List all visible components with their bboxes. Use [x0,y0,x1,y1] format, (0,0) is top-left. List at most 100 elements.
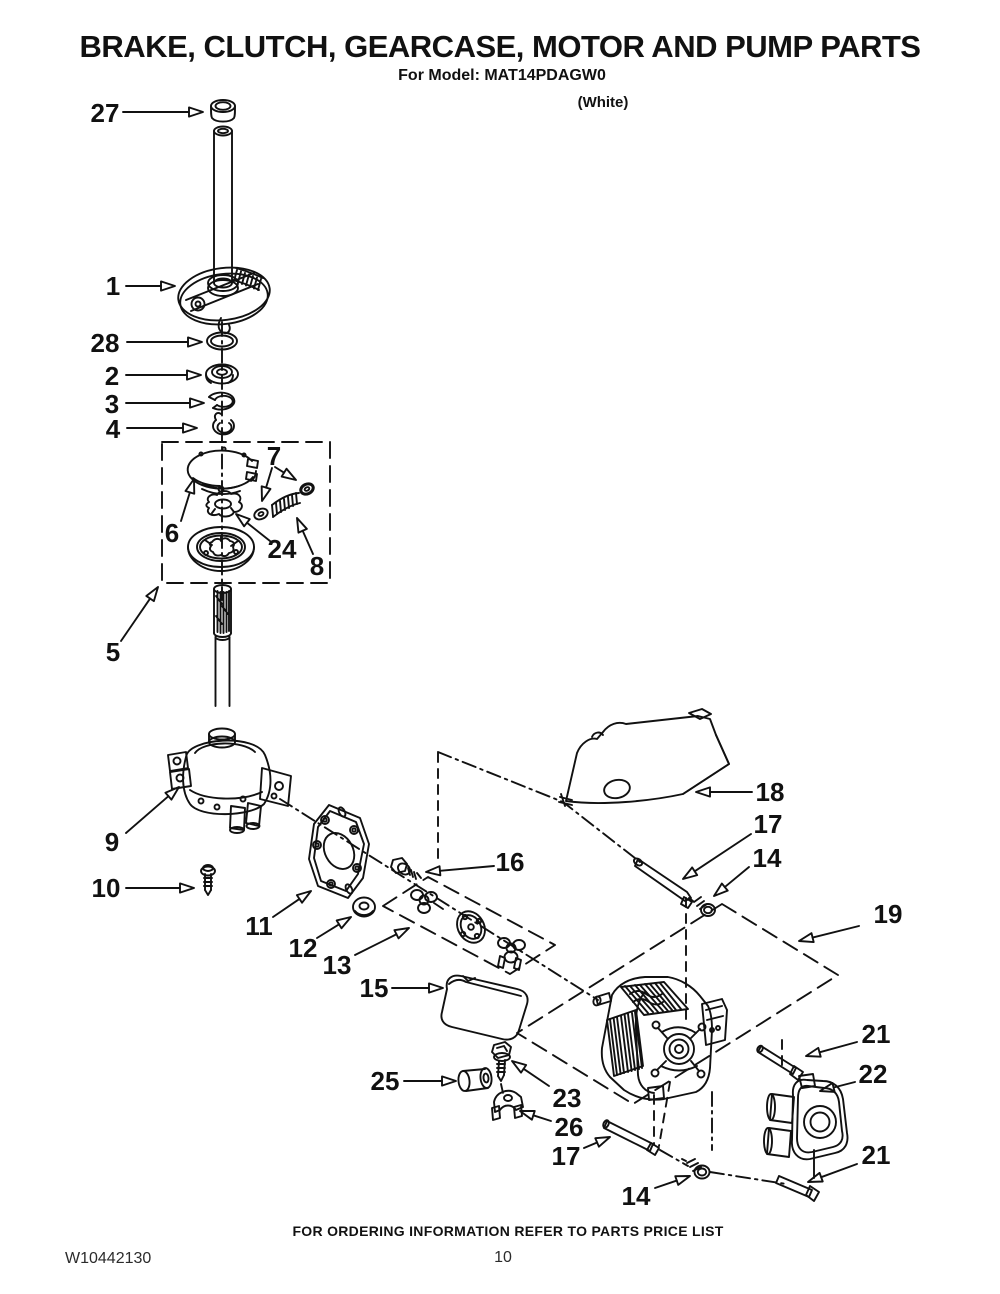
part-2-seal [205,363,239,385]
arrowhead [280,467,297,481]
arrowhead [428,982,444,994]
callout-17: 17 [682,809,782,880]
callout-number: 10 [92,873,121,903]
arrowhead [145,586,159,603]
part-26-bracket [491,1089,524,1121]
callout-number: 9 [105,827,119,857]
leader-line [438,865,495,872]
callout-number: 25 [371,1066,400,1096]
callout-13: 13 [323,927,410,980]
model-subtitle: For Model: MAT14PDAGW0 [398,67,606,84]
leader-line [811,925,860,939]
callout-2: 2 [105,361,202,391]
document-number: W10442130 [65,1250,151,1267]
arrowhead [160,280,176,292]
leader-line [583,1141,599,1149]
callout-layer: 2712823467248591011121315161817141921222… [91,98,903,1211]
callout-number: 21 [862,1019,891,1049]
callout-number: 15 [360,973,389,1003]
callout-number: 2 [105,361,119,391]
leader-line [316,923,341,939]
arrowhead [182,422,198,434]
arrowhead [713,882,729,897]
leader-line [522,1067,550,1087]
callout-number: 4 [106,414,121,444]
callout-number: 14 [753,843,782,873]
callout-21: 21 [805,1019,891,1058]
leader-line [832,1081,856,1089]
arrowhead [296,517,308,534]
leader-line [693,833,752,873]
callout-25: 25 [371,1066,457,1096]
leader-line [532,1114,552,1122]
motor [592,976,728,1101]
callout-26: 26 [519,1109,584,1142]
callout-7: 7 [260,441,297,502]
arrowhead [184,478,196,495]
leader-line [723,866,750,889]
part-23-screw [491,1041,512,1094]
part-11-mounting-plate [308,804,370,899]
part-7-washers [253,482,315,521]
part-13-coupling-kit [410,889,526,971]
callout-number: 12 [289,933,318,963]
callout-number: 1 [106,271,120,301]
part-14-screw-lower [681,1158,711,1180]
part-1-drive-plate [177,266,271,335]
part-16-screw [390,857,422,880]
part-18-cover-plate [558,708,730,807]
arrowhead [519,1109,536,1121]
callout-number: 28 [91,328,120,358]
callout-number: 6 [165,518,179,548]
brake-drum [187,526,255,572]
arrowhead [179,882,195,894]
arrowhead [805,1046,822,1058]
leader-line [354,933,398,956]
arrowhead [189,397,205,409]
arrowhead [807,1171,824,1183]
arrowhead [335,916,352,930]
coupling-assembly-box [382,876,556,975]
construction-lines [221,321,815,1185]
leader-line [272,897,301,918]
arrowhead [594,1136,611,1148]
callout-23: 23 [511,1060,581,1113]
leader-line [246,521,271,542]
callout-6: 6 [165,478,196,548]
callout-number: 11 [245,911,273,941]
part-17-rod-upper [632,857,693,909]
callout-22: 22 [819,1059,888,1093]
part-15-shield [440,974,529,1041]
callout-number: 26 [555,1112,584,1142]
callout-18: 18 [695,777,784,807]
part-4-clip [212,412,235,436]
callout-number: 14 [622,1181,651,1211]
arrowhead [186,369,202,381]
callout-15: 15 [360,973,444,1003]
callout-number: 19 [874,899,903,929]
arrowhead [188,106,204,118]
callout-28: 28 [91,328,203,358]
callout-number: 22 [859,1059,888,1089]
agitator-shaft [213,125,233,283]
leader-line [180,491,191,522]
leader-line [265,467,273,489]
callout-16: 16 [425,847,525,877]
part-10-screw [200,864,216,896]
arrowhead [235,513,251,528]
leader-line [125,795,170,834]
arrowhead [674,1175,691,1186]
part-28-oring [206,331,238,351]
arrowhead [164,786,180,801]
callout-14: 14 [622,1175,691,1211]
callout-19: 19 [798,899,903,944]
callout-number: 16 [496,847,525,877]
callout-27: 27 [91,98,204,128]
part-8-spring [271,492,301,518]
callout-number: 24 [268,534,297,564]
arrowhead [682,866,699,880]
leader-line [301,529,314,555]
part-27-seal-cap [210,99,236,123]
